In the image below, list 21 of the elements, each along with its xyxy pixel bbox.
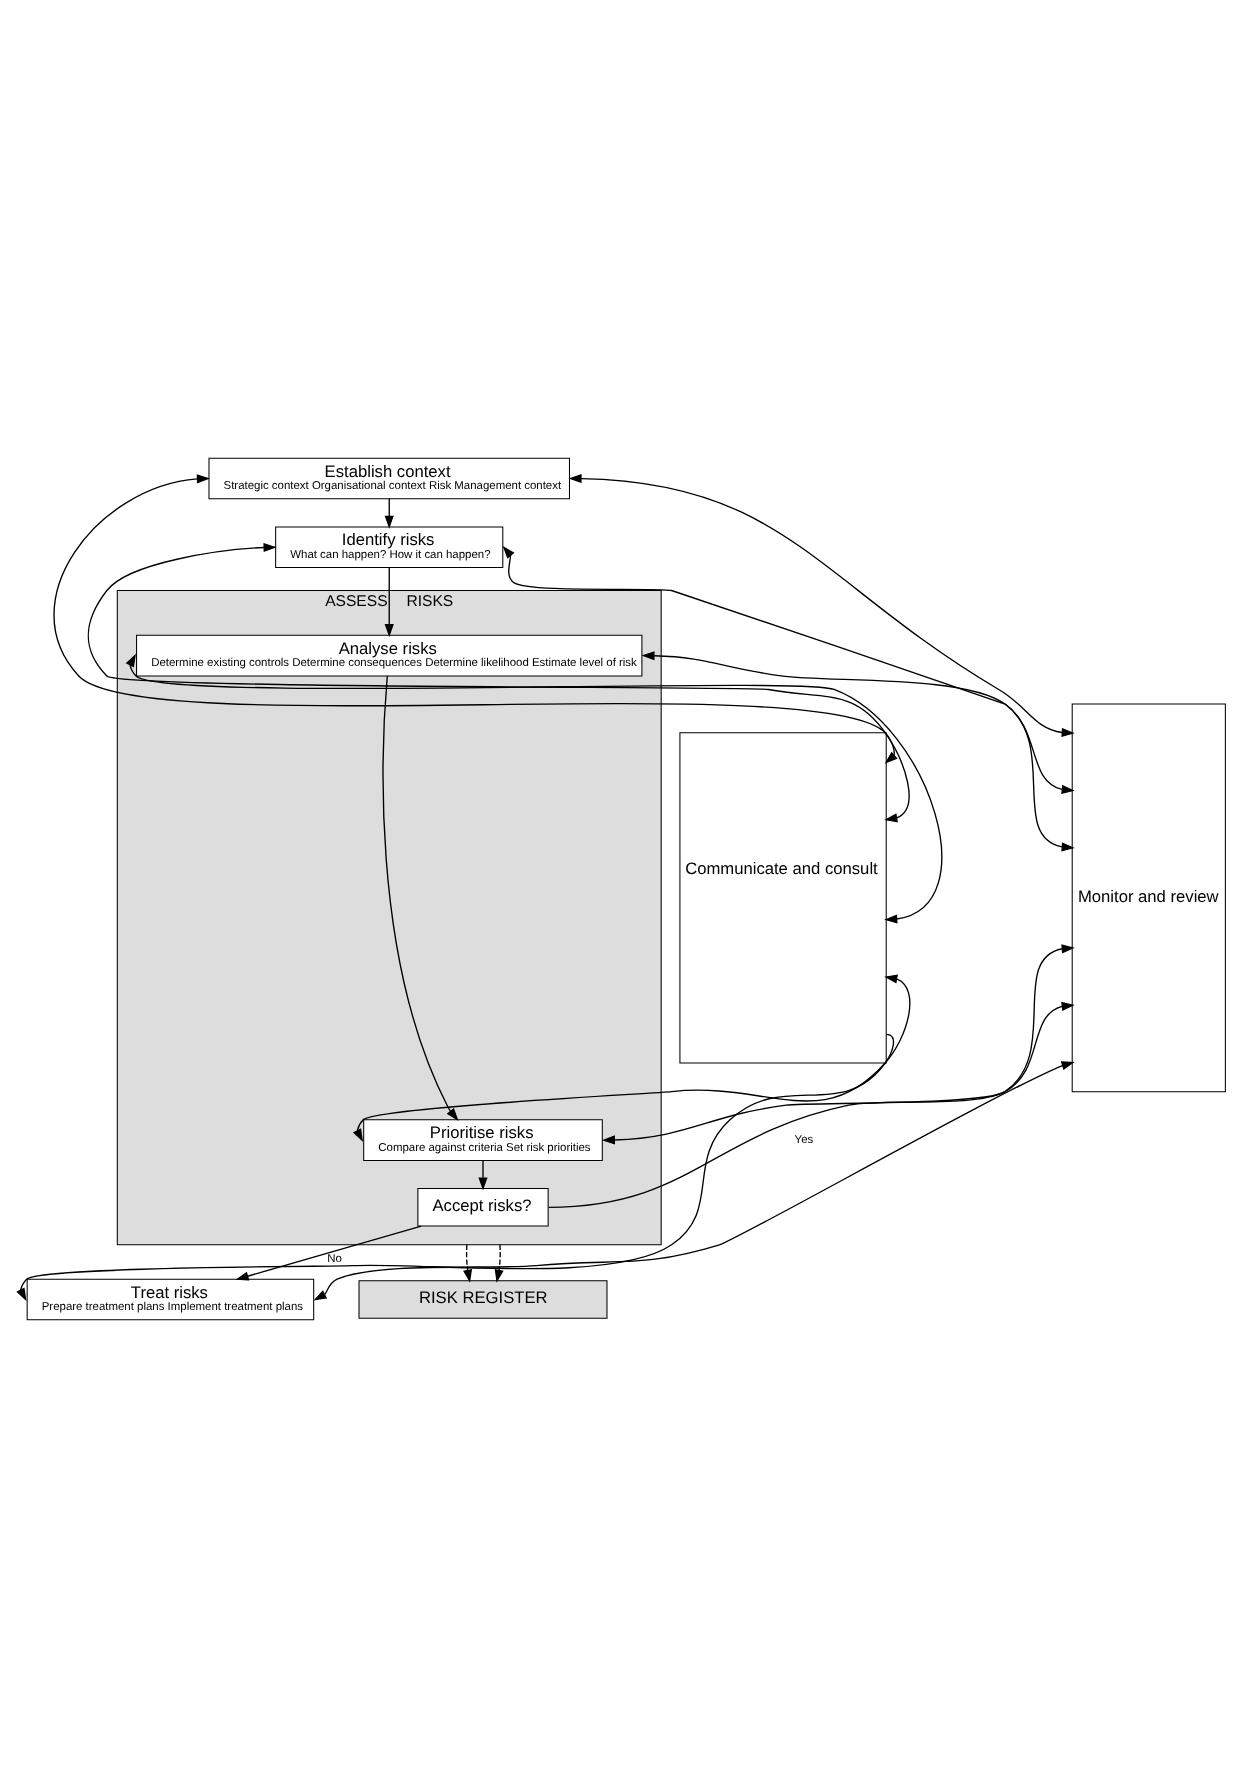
- arrow: [53, 474, 898, 764]
- arrow: [16, 1033, 895, 1302]
- arrow: [382, 675, 459, 1121]
- arrow: [494, 1244, 504, 1283]
- arrow: [463, 1244, 473, 1283]
- arrow: [125, 653, 943, 924]
- arrow: [313, 1061, 1075, 1301]
- arrow: [547, 1001, 1075, 1208]
- arrow: [641, 651, 1075, 852]
- arrow: [601, 944, 1075, 1145]
- arrow: [235, 1225, 422, 1281]
- arrow: [502, 545, 1075, 794]
- node-box: Communicate and consult: [679, 732, 887, 1064]
- arrow: [352, 974, 911, 1142]
- node-box: Monitor and review: [1071, 703, 1226, 1093]
- node-box: Accept risks?: [417, 1188, 549, 1227]
- arrow: [478, 1160, 488, 1191]
- arrow: [384, 567, 394, 638]
- node-box: RISK REGISTER: [358, 1280, 608, 1319]
- arrow: [87, 542, 910, 823]
- arrow: [568, 473, 1075, 738]
